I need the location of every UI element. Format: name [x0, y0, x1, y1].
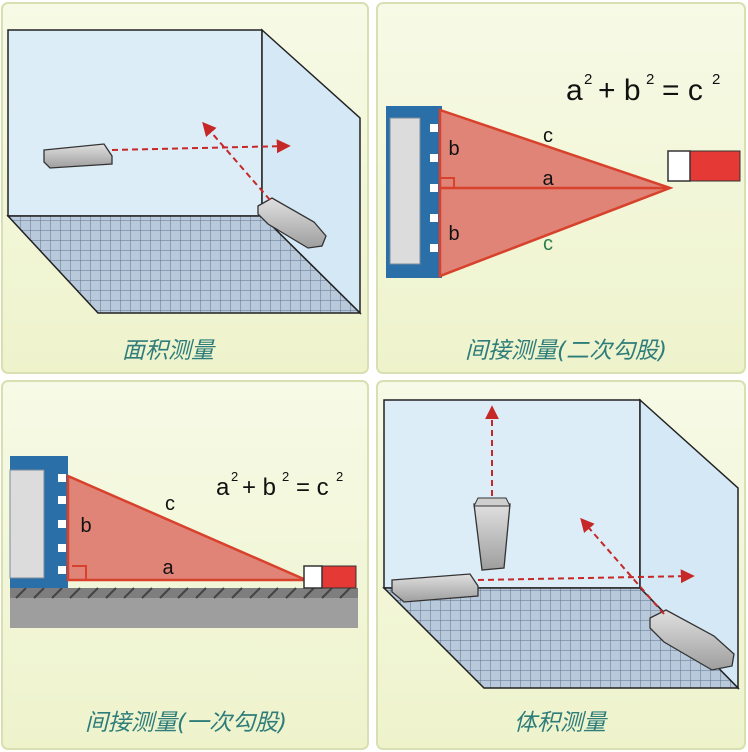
laser-meter-icon	[303, 565, 357, 589]
label-a: a	[162, 557, 174, 579]
laser-meter-icon	[257, 197, 327, 249]
equation-exponent: 2	[231, 469, 238, 484]
laser-meter-icon	[649, 609, 735, 671]
room-back-wall	[7, 29, 263, 217]
laser-beam	[580, 517, 665, 615]
measurement-triangle	[438, 108, 674, 278]
panel-label: 面积测量	[122, 338, 216, 364]
equation-exponent: 2	[282, 469, 289, 484]
equation-exponent: 2	[646, 71, 654, 88]
laser-beam	[477, 569, 695, 584]
right-angle-mark	[440, 177, 455, 188]
panel-label: 间接测量(一次勾股)	[85, 710, 287, 736]
pythagoras-equation: a 2 + b 2 = c 2	[216, 469, 343, 501]
right-angle-mark	[72, 565, 87, 580]
panel-volume: 体积测量	[376, 380, 746, 750]
equation-term-b: + b	[598, 74, 641, 107]
label-c-lower: c	[543, 233, 553, 255]
measurement-triangle	[66, 474, 307, 582]
equation-term-a: a	[566, 74, 583, 107]
panel-pythagoras-single: a 2 + b 2 = c 2 c	[1, 380, 369, 750]
panel-area: 面积测量	[1, 2, 369, 374]
equation-term-c: = c	[662, 74, 703, 107]
laser-meter-icon	[473, 497, 511, 571]
equation-term-b: + b	[242, 474, 276, 501]
building-icon	[386, 106, 442, 278]
panel-label: 间接测量(二次勾股)	[465, 338, 667, 364]
label-b-upper: b	[448, 138, 459, 160]
equation-exponent: 2	[336, 469, 343, 484]
panel-pythagoras-double: a 2 + b 2 = c 2 c b a b c 间接	[376, 2, 746, 374]
floor-grid	[382, 587, 740, 689]
laser-beam	[202, 121, 271, 201]
ground	[10, 587, 358, 628]
building-icon	[9, 456, 68, 588]
laser-meter-icon	[43, 143, 113, 169]
label-c-upper: c	[543, 125, 553, 147]
equation-exponent: 2	[712, 71, 720, 88]
equation-term-a: a	[216, 474, 230, 501]
room-back-wall	[383, 399, 641, 589]
label-a: a	[542, 168, 554, 190]
label-b-lower: b	[448, 223, 459, 245]
label-c: c	[165, 493, 175, 515]
panel-label: 体积测量	[514, 710, 608, 736]
equation-term-c: = c	[296, 474, 329, 501]
equation-exponent: 2	[584, 71, 592, 88]
laser-meter-icon	[391, 573, 479, 603]
pythagoras-equation: a 2 + b 2 = c 2	[566, 71, 720, 107]
laser-meter-icon	[667, 150, 741, 182]
label-b: b	[80, 515, 91, 537]
floor-grid	[6, 215, 362, 314]
